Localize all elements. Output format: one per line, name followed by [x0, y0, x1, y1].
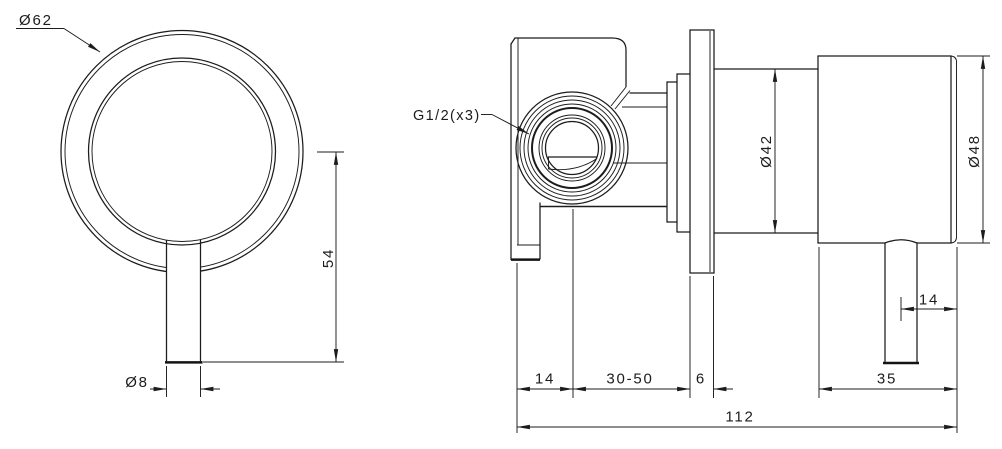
extension-lines [516, 209, 958, 433]
label-thread: G1/2(x3) [413, 108, 481, 124]
label-stem-diameter: Ø8 [125, 374, 149, 391]
threaded-port-circles [515, 91, 629, 205]
dim-cap-diameter [957, 55, 990, 244]
dim-stem-offset [900, 297, 957, 321]
cap-cylinder [817, 55, 957, 244]
handle-outer-ring [60, 29, 304, 274]
front-view: Ø62 54 Ø8 [16, 12, 344, 397]
label-adjust-range: 30-50 [606, 371, 653, 388]
step-cylinders [666, 73, 691, 233]
label-flange-thickness: 6 [696, 371, 706, 388]
body-outline [510, 37, 668, 261]
dim-stem-diameter [150, 366, 220, 397]
label-wall-offset: 14 [535, 371, 555, 388]
label-stem-offset: 14 [919, 292, 939, 309]
dim-handle-height [203, 151, 344, 363]
handle-stem-front [165, 239, 203, 364]
handle-inner-ring [87, 57, 277, 246]
label-body-diameter: Ø42 [758, 134, 775, 168]
port-inner-cut [547, 156, 598, 171]
leader-outer-diameter [16, 28, 101, 53]
handle-stem-side [883, 242, 919, 365]
body-cylinder [713, 68, 819, 234]
label-handle-height: 54 [320, 248, 337, 268]
label-outer-diameter: Ø62 [19, 12, 53, 29]
label-overall-length: 112 [725, 409, 754, 426]
label-cap-diameter: Ø48 [966, 134, 983, 168]
label-cap-length: 35 [877, 371, 897, 388]
side-view: G1/2(x3) [413, 29, 990, 433]
leader-thread [481, 114, 530, 135]
wall-flange [689, 29, 715, 274]
